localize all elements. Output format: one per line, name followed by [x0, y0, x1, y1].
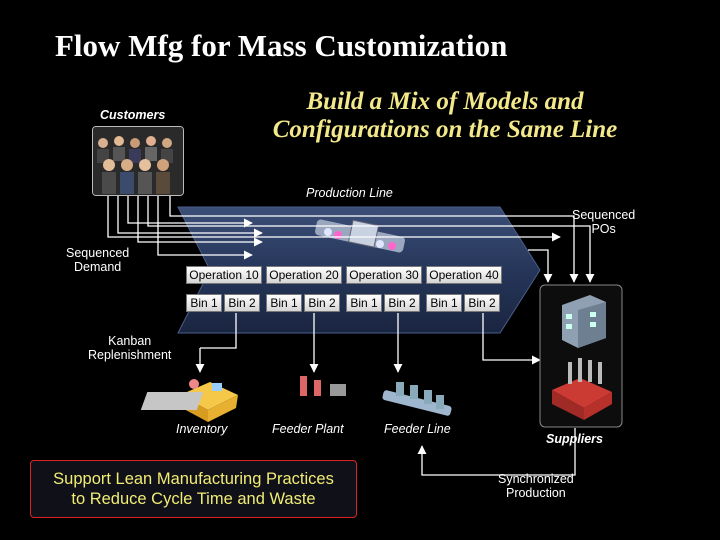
- conveyor-icon: [315, 219, 405, 253]
- slide-subtitle: Build a Mix of Models and Configurations…: [240, 88, 650, 144]
- op30-bin-2: Bin 2: [384, 294, 420, 312]
- demand-arrow-1: [117, 196, 263, 238]
- feeder-line-icon: [382, 382, 452, 416]
- crowd-icon: [93, 127, 183, 195]
- kanban-line-1: Kanban: [108, 334, 152, 348]
- op40-bin-2: Bin 2: [464, 294, 500, 312]
- op10-bin-1: Bin 1: [186, 294, 222, 312]
- customers-label: Customers: [100, 108, 166, 122]
- lean-callout-box: Support Lean Manufacturing Practices to …: [30, 460, 357, 518]
- sync-line-1: Synchronized: [498, 472, 574, 486]
- operation-40-box: Operation 40: [426, 266, 502, 284]
- sequenced-pos-line-1: Sequenced: [572, 208, 636, 222]
- callout-line-2: to Reduce Cycle Time and Waste: [71, 490, 316, 508]
- suppliers-panel: [539, 284, 623, 428]
- production-line-label: Production Line: [306, 186, 393, 200]
- sequenced-pos-label: Sequenced POs: [572, 208, 635, 236]
- op30-bin-1: Bin 1: [346, 294, 382, 312]
- sync-line-2: Production: [505, 486, 566, 500]
- kanban-label: Kanban Replenishment: [88, 334, 171, 362]
- sequenced-pos-line-2: POs: [591, 222, 616, 236]
- suppliers-label: Suppliers: [546, 432, 603, 446]
- sequenced-demand-label: Sequenced Demand: [66, 246, 129, 274]
- demand-arrow-2: [127, 196, 253, 228]
- factory-icon: [552, 358, 612, 420]
- subtitle-line-2: Configurations on the Same Line: [272, 116, 618, 143]
- kanban-line-2: Replenishment: [88, 348, 172, 362]
- sequenced-po-arrow-3: [107, 196, 561, 242]
- sequenced-po-arrow-2: [147, 196, 595, 283]
- op40-bin-1: Bin 1: [426, 294, 462, 312]
- feeder-line-label: Feeder Line: [384, 422, 451, 436]
- synchronized-production-arrow: [417, 428, 576, 476]
- customers-photo: [92, 126, 184, 196]
- inventory-label: Inventory: [176, 422, 228, 436]
- subtitle-line-1: Build a Mix of Models and: [306, 88, 584, 115]
- demand-arrow-4: [157, 196, 253, 260]
- callout-line-1: Support Lean Manufacturing Practices: [53, 470, 334, 488]
- feeder-plant-icon: [140, 376, 346, 410]
- sequenced-po-arrow-4: [528, 249, 553, 283]
- synchronized-production-label: Synchronized Production: [498, 472, 574, 500]
- feeder-plant-label: Feeder Plant: [272, 422, 344, 436]
- sequenced-demand-line-2: Demand: [74, 260, 122, 274]
- office-building-icon: [562, 295, 606, 348]
- op20-bin-2: Bin 2: [304, 294, 340, 312]
- operation-30-box: Operation 30: [346, 266, 422, 284]
- op10-bin-2: Bin 2: [224, 294, 260, 312]
- demand-arrow-3: [137, 196, 263, 247]
- sequenced-demand-line-1: Sequenced: [66, 246, 130, 260]
- kanban-line-inventory: [200, 313, 237, 349]
- supplier-replenish-arrow: [482, 313, 541, 365]
- operation-10-box: Operation 10: [186, 266, 262, 284]
- operation-20-box: Operation 20: [266, 266, 342, 284]
- slide-title: Flow Mfg for Mass Customization: [55, 28, 508, 63]
- sequenced-po-arrow-1: [169, 196, 579, 283]
- op20-bin-1: Bin 1: [266, 294, 302, 312]
